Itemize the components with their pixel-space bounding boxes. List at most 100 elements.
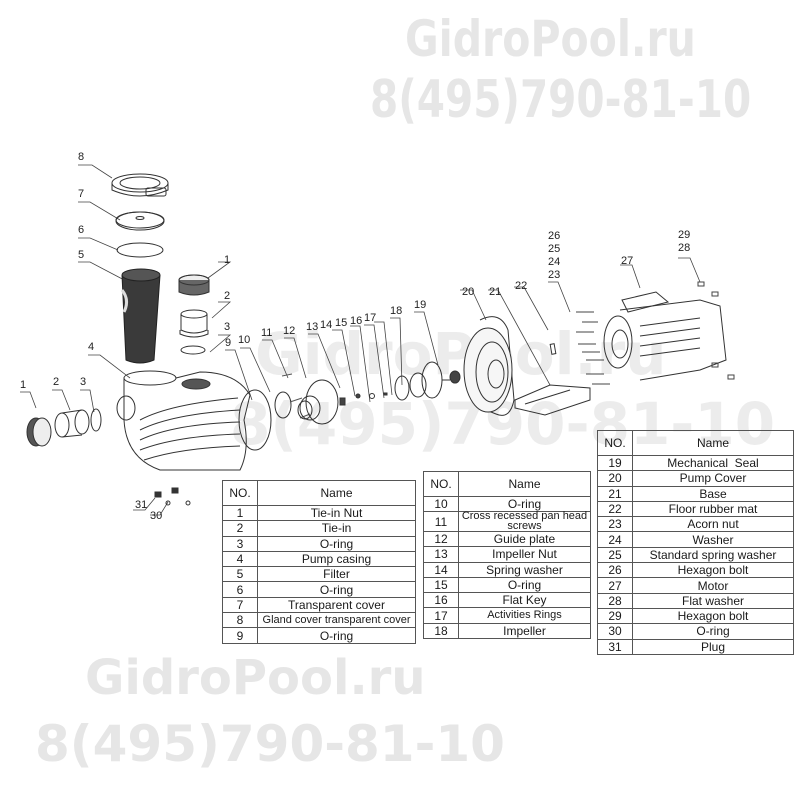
callout-30: 30 [150,510,163,522]
part-no: 31 [597,638,633,655]
gland-cover-part [111,173,169,197]
header-no: NO. [222,480,258,506]
impeller-nut-part [339,397,346,406]
part-name: Standard spring washer [632,546,794,564]
callout-31: 31 [135,499,148,511]
part-no: 28 [597,592,633,609]
header-no: NO. [423,471,459,497]
part-no: 16 [423,592,459,609]
part-no: 2 [222,520,258,537]
part-name: Floor rubber mat [632,500,794,518]
part-name: O-ring [458,495,591,513]
part-no: 1 [222,504,258,522]
part-no: 26 [597,562,633,579]
part-name: Impeller [458,622,591,640]
callout-25: 25 [548,243,561,255]
callout-7: 7 [78,188,85,200]
part-name: Plug [632,638,794,655]
callout-17: 17 [364,312,377,324]
part-no: 8 [222,612,258,629]
callout-23: 23 [548,269,561,281]
header-name: Name [458,471,591,497]
part-name: Mechanical Seal [632,454,794,472]
callout-3-upper: 3 [224,321,231,333]
tie-in-upper-part [179,309,209,338]
watermark-site-middle: GidroPool.ru [255,320,667,388]
part-no: 11 [423,511,459,532]
part-no: 7 [222,596,258,614]
callout-21: 21 [489,286,502,298]
part-no: 30 [597,623,633,640]
part-name: Motor [632,577,794,594]
part-name: Cross recessed pan head screws [458,511,591,532]
part-name: Guide plate [458,530,591,548]
callout-29: 29 [678,229,691,241]
part-no: 27 [597,577,633,594]
callout-1-upper: 1 [224,254,231,266]
tie-in-nut-left-part [26,417,52,447]
part-no: 21 [597,485,633,502]
callout-6: 6 [78,224,85,236]
part-name: Pump casing [257,550,416,568]
part-name: Tie-in [257,520,416,537]
part-name: O-ring [458,576,591,594]
callout-10: 10 [238,334,251,346]
o-ring-9-part [238,389,272,451]
table-header-row: NO. Name [423,471,591,497]
part-name: Transparent cover [257,596,416,614]
pump-cover-part [463,316,515,416]
watermark-phone-bottom: 8(495)790-81-10 [35,715,505,773]
part-no: 10 [423,495,459,513]
part-no: 22 [597,500,633,518]
part-name: O-ring [257,627,416,644]
callout-28: 28 [678,242,691,254]
part-name: O-ring [257,581,416,598]
o-ring-3-left-part [90,408,102,432]
callout-13: 13 [306,321,319,333]
callout-3-left: 3 [80,376,87,388]
watermark-site-bottom: GidroPool.ru [85,650,426,706]
screws-11-part [281,373,311,419]
bolts-23-26-part [576,311,610,385]
part-no: 12 [423,530,459,548]
tie-in-nut-upper-part [178,274,210,296]
part-no: 17 [423,607,459,624]
part-no: 19 [597,454,633,472]
table-header-row: NO. Name [597,430,794,456]
part-name: Hexagon bolt [632,607,794,625]
floor-rubber-mat-part [549,343,557,355]
callout-14: 14 [320,319,333,331]
part-name: Filter [257,566,416,583]
part-name: Activities Rings [458,607,591,624]
transparent-cover-part [115,211,165,231]
o-ring-10-part [274,391,292,419]
part-name: Tie-in Nut [257,504,416,522]
header-name: Name [257,480,416,506]
